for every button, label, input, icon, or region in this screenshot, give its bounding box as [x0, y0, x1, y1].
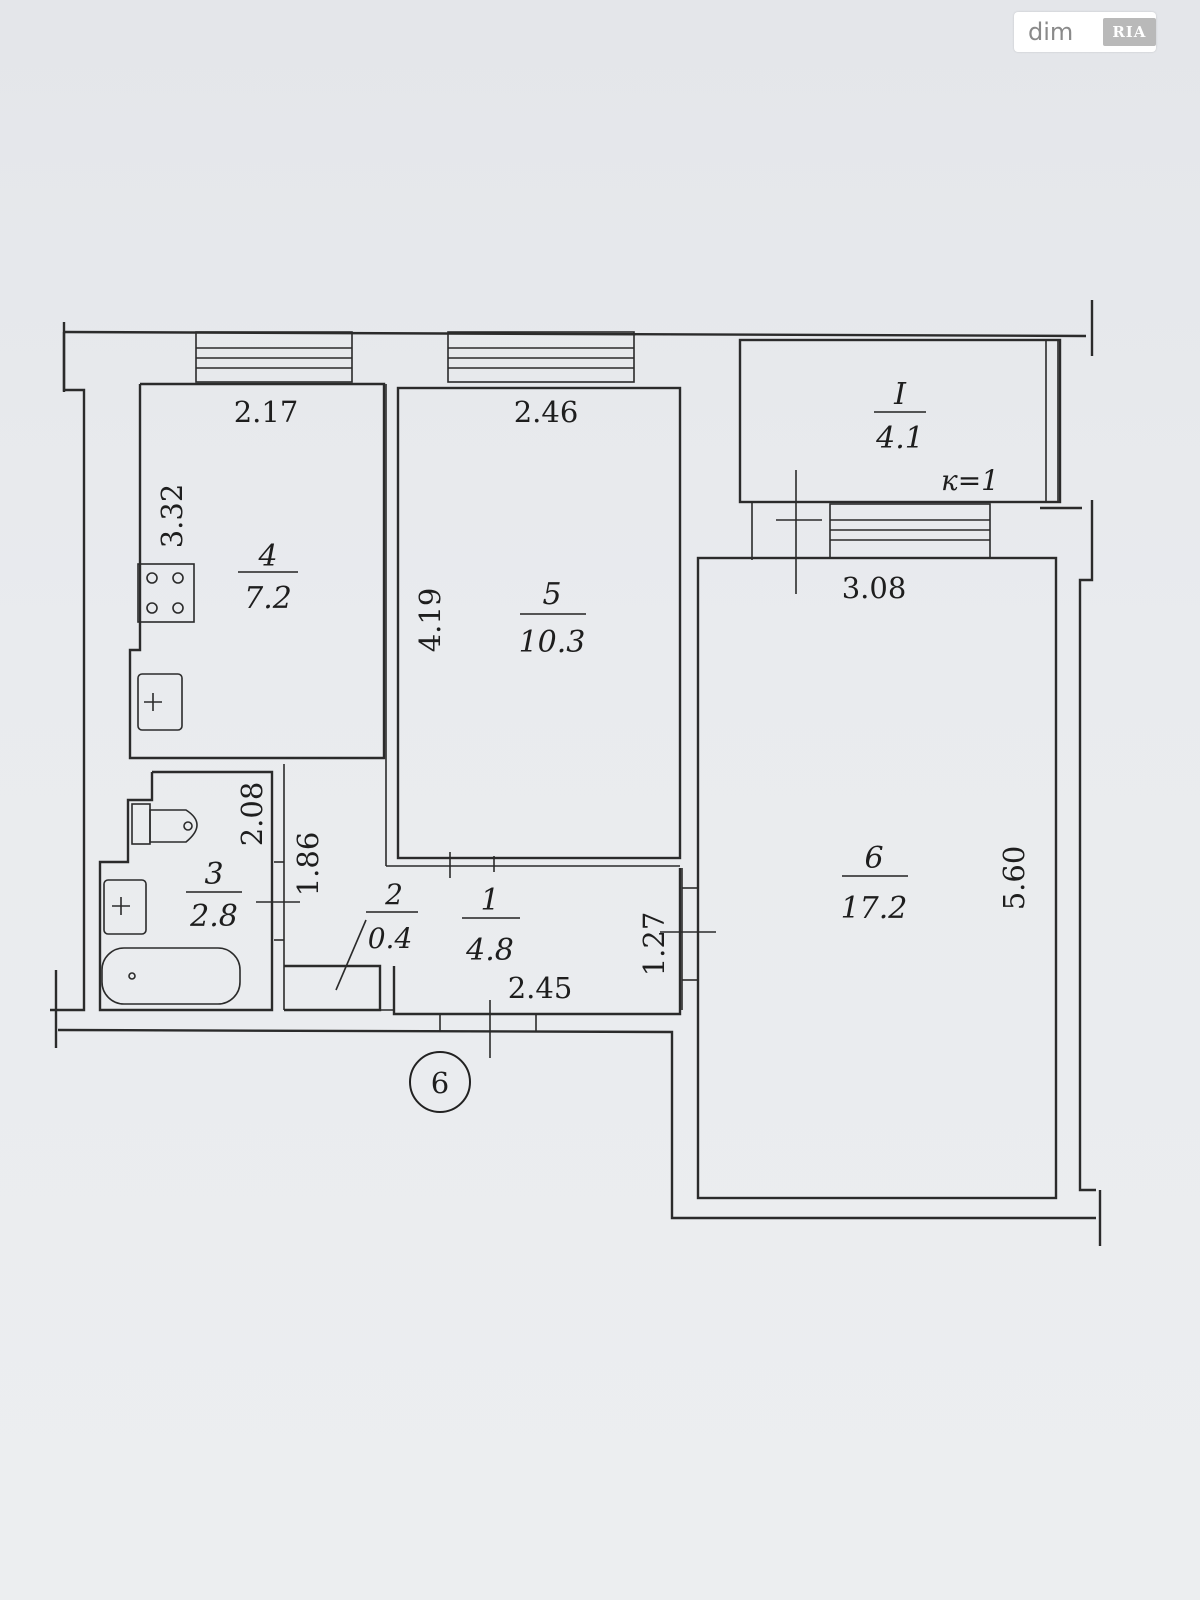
- balcony-coefficient: к=1: [941, 464, 999, 497]
- room-number-2: 2: [384, 878, 403, 911]
- room-area-3: 2.8: [189, 899, 238, 934]
- room-kitchen: [128, 382, 386, 760]
- dim-room5-length: 4.19: [413, 588, 447, 653]
- axis-marker-label: 6: [431, 1066, 449, 1100]
- room-label-4: 4 7.2: [238, 539, 298, 616]
- room-area-1: 4.8: [465, 933, 514, 968]
- dim-kitchen-length: 3.32: [155, 484, 189, 549]
- room-area-2: 0.4: [368, 922, 413, 955]
- dim-kitchen-width: 2.17: [234, 395, 299, 429]
- axis-marker: 6: [409, 1051, 471, 1113]
- dim-room6-length: 5.60: [997, 846, 1031, 911]
- watermark-text: dim: [1028, 18, 1074, 46]
- room-area-balcony: 4.1: [875, 421, 924, 456]
- dim-room5-width: 2.46: [514, 395, 579, 429]
- room-number-4: 4: [257, 539, 277, 574]
- room-label-5: 5 10.3: [519, 577, 586, 660]
- room-number-5: 5: [542, 577, 561, 612]
- balcony: [738, 338, 1062, 594]
- room-area-6: 17.2: [841, 891, 908, 926]
- room-area-5: 10.3: [519, 625, 586, 660]
- room-5: [385, 384, 682, 878]
- room-6: [660, 556, 1058, 1200]
- dim-bath-width: 1.86: [291, 832, 325, 897]
- room-number-3: 3: [204, 857, 223, 892]
- room-number-balcony: I: [893, 377, 907, 412]
- dimria-watermark: dim RIA: [1014, 12, 1156, 52]
- room-label-2: 2 0.4: [366, 878, 418, 955]
- room-number-6: 6: [864, 841, 883, 876]
- window-room-6: [829, 503, 991, 559]
- room-label-1: 1 4.8: [462, 883, 520, 968]
- dim-hall-width: 1.27: [637, 912, 671, 977]
- window-kitchen: [195, 331, 353, 383]
- window-room-5: [447, 331, 635, 383]
- room-hall: [284, 868, 682, 1058]
- room-area-4: 7.2: [244, 581, 292, 616]
- room-label-balcony: I 4.1 к=1: [874, 377, 999, 497]
- room-number-1: 1: [480, 883, 499, 918]
- dim-room6-width: 3.08: [842, 571, 907, 605]
- dim-bath-length: 2.08: [235, 782, 269, 847]
- room-label-3: 3 2.8: [186, 857, 242, 934]
- outer-walls: [50, 300, 1102, 1246]
- ria-logo: RIA: [1102, 18, 1156, 46]
- dim-hall-length: 2.45: [508, 971, 573, 1005]
- room-bathroom: [98, 764, 300, 1012]
- room-label-6: 6 17.2: [841, 841, 908, 926]
- ria-logo-text: RIA: [1112, 23, 1147, 41]
